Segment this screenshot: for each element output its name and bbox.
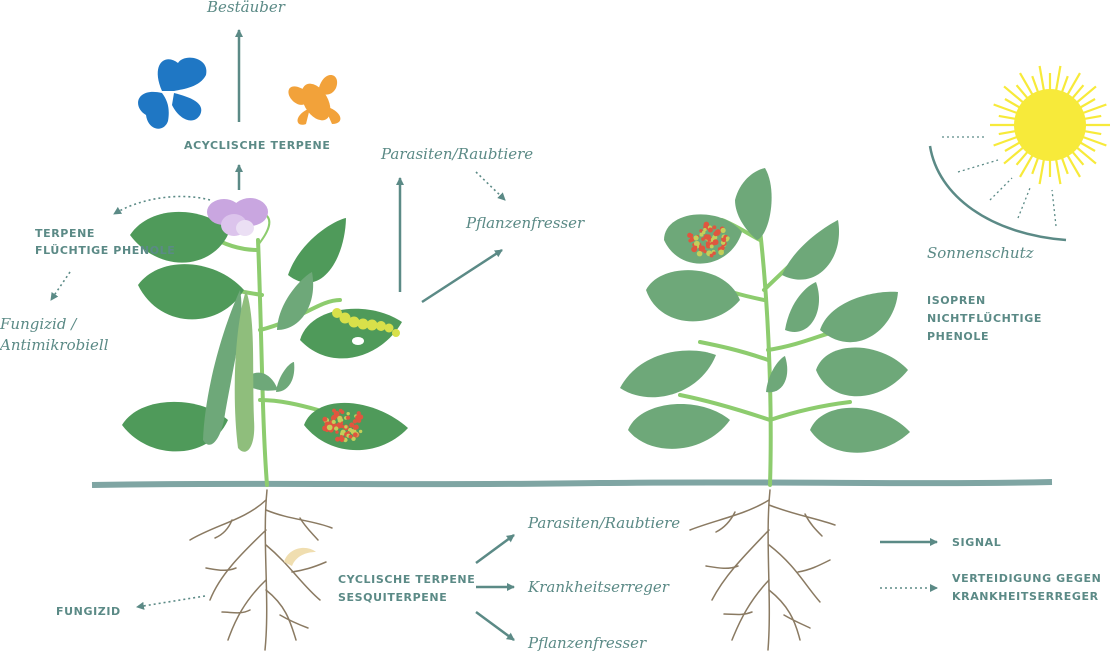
leaf [785, 282, 820, 332]
label-krankheitserreger: Krankheitserreger [528, 578, 669, 596]
leaf [300, 308, 402, 359]
sun-icon [990, 65, 1110, 185]
dotted-arrow-terpene [113, 195, 211, 215]
leaf [766, 356, 788, 393]
defense-arrows [50, 171, 938, 610]
label-parasiten-raubtiere-bottom: Parasiten/Raubtiere [528, 514, 681, 532]
dotted-arrow-fungizid-top [50, 271, 71, 301]
label-cyclische-terpene: CYCLISCHE TERPENE SESQUITERPENE [338, 573, 476, 604]
leaf [277, 272, 314, 330]
flower-icon [207, 198, 268, 236]
label-sonnenschutz: Sonnenschutz [927, 244, 1034, 262]
sun-rays-dotted [942, 136, 1057, 227]
ground-line [91, 479, 1053, 488]
seed-icon [284, 547, 316, 566]
left-plant [122, 198, 408, 651]
label-pflanzenfresser-top: Pflanzenfresser [466, 214, 585, 232]
label-pflanzenfresser-bottom: Pflanzenfresser [528, 634, 647, 652]
roots-right [689, 489, 836, 651]
pea-pods [203, 290, 255, 452]
label-terpene-fluechtige-phenole: TERPENE FLÜCHTIGE PHENOLE [35, 227, 176, 257]
dotted-arrow-fungizid [136, 595, 206, 610]
label-isopren: ISOPREN NICHTFLÜCHTIGE PHENOLE [927, 294, 1042, 343]
arrow-to-pflanzenfresser-bottom [475, 610, 515, 642]
label-fungizid: FUNGIZID [56, 605, 121, 618]
arrow-to-parasiten-bottom [475, 533, 515, 565]
leaf [782, 220, 840, 280]
leaf [628, 403, 730, 449]
dotted-arrow-parasiten-pflanzenfresser [475, 171, 506, 201]
roots-left [189, 489, 333, 651]
label-acyclische-terpene: ACYCLISCHE TERPENE [184, 139, 331, 152]
arrow-to-pflanzenfresser [421, 248, 503, 304]
right-plant [620, 168, 910, 651]
leaf [820, 291, 898, 343]
bee-icon [288, 75, 341, 125]
leaf [138, 264, 244, 320]
label-parasiten-raubtiere-top: Parasiten/Raubtiere [381, 145, 534, 163]
butterfly-icon [138, 57, 207, 129]
leaf [288, 218, 346, 283]
label-bestauber: Bestäuber [207, 0, 285, 16]
signal-arrows [235, 29, 938, 642]
leaf [620, 350, 716, 398]
legend-verteidigung-label: VERTEIDIGUNG GEGEN KRANKHEITSERREGER [952, 572, 1102, 603]
leaf [122, 401, 228, 452]
disease-spots [322, 408, 364, 443]
legend-signal-label: SIGNAL [952, 536, 1002, 549]
label-fungizid-antimikrobiell: Fungizid / Antimikrobiell [0, 315, 109, 354]
disease-spots [687, 221, 730, 258]
leaf [276, 362, 295, 392]
sunscreen-arc [928, 145, 1067, 242]
leaf [810, 407, 910, 453]
leaf [816, 347, 908, 397]
leaf [130, 211, 230, 263]
leaf [735, 168, 772, 240]
leaf [646, 270, 740, 322]
caterpillar-icon [332, 308, 400, 337]
